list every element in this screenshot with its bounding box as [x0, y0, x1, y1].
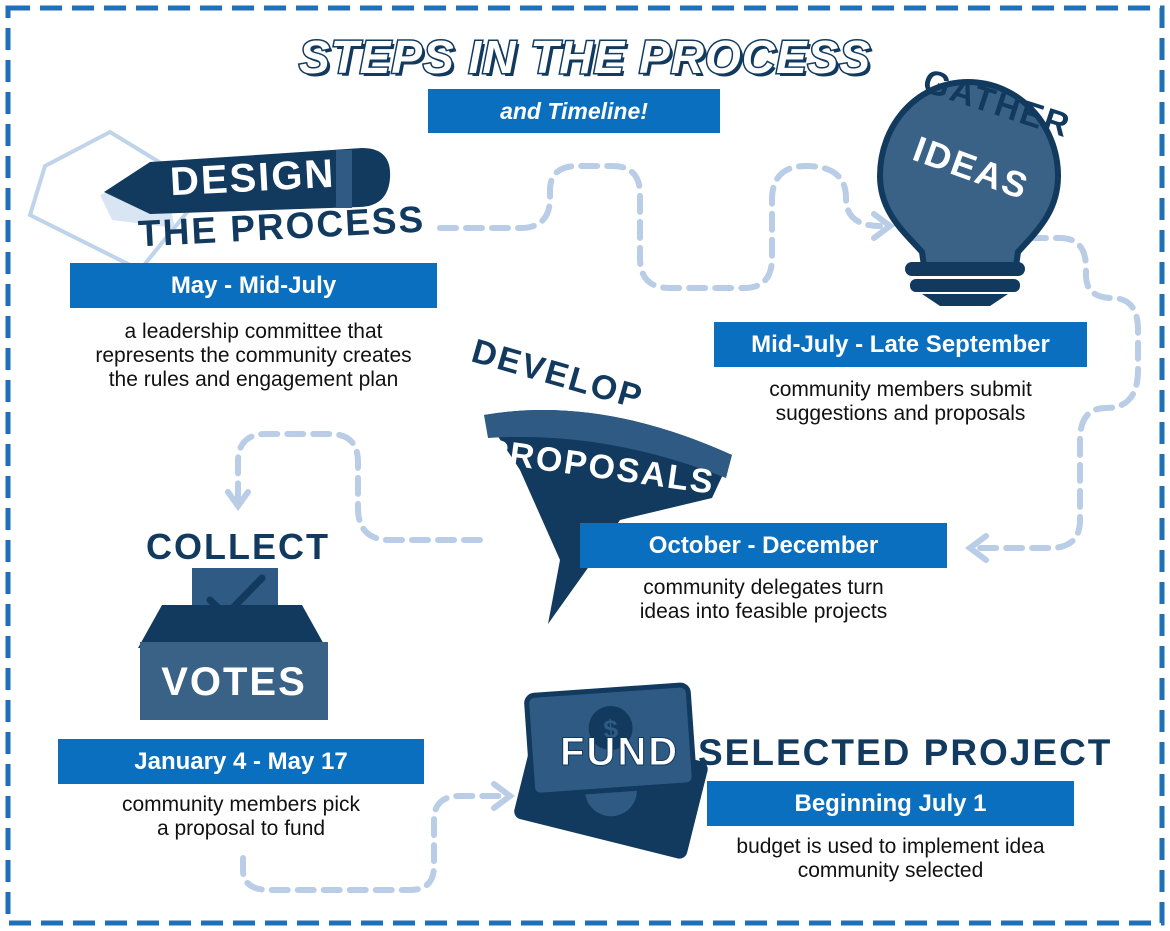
- desc-line: represents the community creates: [95, 344, 412, 367]
- title-text: STEPS IN THE PROCESS: [297, 30, 872, 85]
- date-bar-collect: January 4 - May 17: [58, 739, 424, 784]
- stage-fund-label-1: FUND: [559, 730, 680, 775]
- subtitle-banner: and Timeline!: [428, 89, 720, 133]
- desc-line: suggestions and proposals: [775, 402, 1026, 425]
- desc-line: community delegates turn: [643, 576, 884, 599]
- desc-fund: budget is used to implement idea communi…: [697, 835, 1084, 883]
- desc-line: a leadership committee that: [124, 320, 383, 343]
- stage-design-label-1: DESIGN: [168, 151, 337, 205]
- dashed-border: [5, 5, 1165, 926]
- funnel-icon: [484, 410, 732, 624]
- desc-line: community selected: [797, 859, 984, 882]
- desc-line: budget is used to implement idea: [736, 835, 1045, 858]
- desc-develop: community delegates turn ideas into feas…: [580, 576, 947, 624]
- pencil-icon: [27, 129, 391, 273]
- path-arrowheads: [225, 211, 989, 811]
- timeline-path: [235, 162, 1141, 893]
- date-bar-design: May - Mid-July: [70, 263, 437, 308]
- stage-collect-label-1: COLLECT: [146, 526, 330, 567]
- arrow-icon: [965, 533, 989, 563]
- desc-line: community members pick: [121, 793, 361, 816]
- desc-design: a leadership committee that represents t…: [70, 320, 437, 392]
- desc-line: a proposal to fund: [156, 817, 326, 840]
- stage-collect-label-2: VOTES: [161, 660, 307, 704]
- stage-fund-label-2: SELECTED PROJECT: [698, 732, 1113, 773]
- lightbulb-icon: [876, 78, 1062, 306]
- ballot-box-icon: [138, 568, 328, 720]
- date-bar-fund: Beginning July 1: [707, 781, 1074, 826]
- desc-line: the rules and engagement plan: [108, 368, 399, 391]
- arrow-icon: [491, 781, 515, 811]
- desc-collect: community members pick a proposal to fun…: [58, 793, 424, 841]
- date-bar-gather: Mid-July - Late September: [714, 322, 1087, 367]
- page-title: STEPS IN THE PROCESS: [0, 30, 1170, 85]
- arrow-icon: [871, 211, 895, 241]
- money-icon: $: [514, 682, 708, 859]
- arrow-icon: [225, 489, 251, 512]
- desc-gather: community members submit suggestions and…: [714, 378, 1087, 426]
- date-bar-develop: October - December: [580, 523, 947, 568]
- desc-line: ideas into feasible projects: [639, 600, 888, 623]
- desc-line: community members submit: [769, 378, 1032, 401]
- svg-text:$: $: [602, 714, 619, 745]
